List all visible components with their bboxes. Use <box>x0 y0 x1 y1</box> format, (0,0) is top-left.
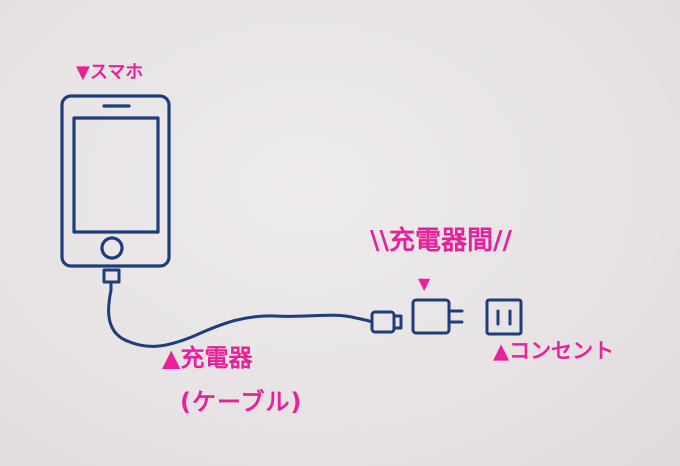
phone-screen <box>74 118 158 232</box>
cable-wire <box>109 290 372 346</box>
label-outlet: ▲コンセント <box>493 341 614 362</box>
label-charger-gap-arrow: ▼ <box>418 276 430 292</box>
phone-home-button <box>102 238 122 258</box>
charger-adapter <box>413 300 462 333</box>
label-charger-cable-sub: (ケーブル) <box>180 390 303 414</box>
label-charger-gap: \\充電器間// <box>370 228 512 254</box>
adapter-body <box>413 300 449 333</box>
usb-plug <box>372 312 394 332</box>
usb-tip <box>394 316 401 328</box>
charger-cable <box>104 270 401 346</box>
label-charger-cable: ▲充電器 <box>162 346 252 370</box>
lightning-connector <box>104 270 119 282</box>
label-smartphone: ▼スマホ <box>76 64 143 82</box>
wall-outlet <box>487 300 521 334</box>
smartphone <box>62 96 169 266</box>
outlet-plate <box>487 300 521 334</box>
phone-body <box>62 96 169 266</box>
